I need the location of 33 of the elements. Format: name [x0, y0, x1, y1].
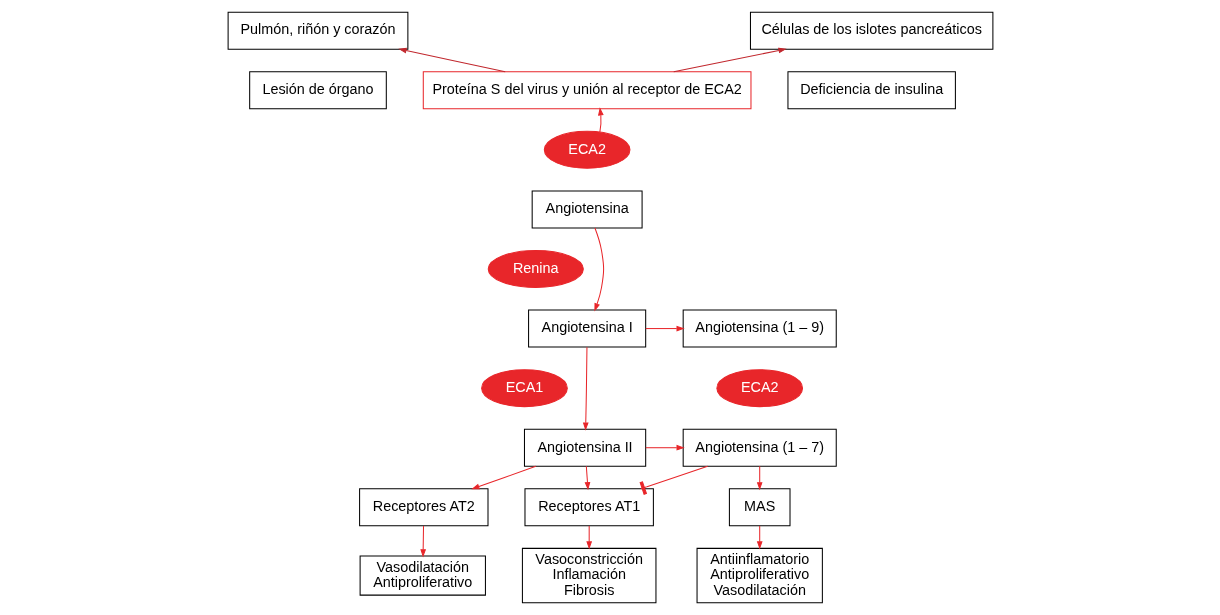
node-box: Receptores AT2 — [358, 488, 488, 527]
node-box: Antiinflamatorio Antiproliferativo Vasodilatación — [696, 547, 823, 604]
node-box: Células de los islotes pancreáticos — [749, 11, 993, 50]
node-ellipse: ECA2 — [543, 130, 630, 169]
arrow — [593, 227, 604, 312]
arrow — [585, 525, 592, 550]
connector — [639, 465, 708, 495]
node-box: Angiotensina (1 – 7) — [682, 428, 837, 467]
node-ellipse: ECA1 — [480, 369, 568, 408]
node-box: Vasoconstricción Inflamación Fibrosis — [521, 547, 656, 604]
node-ellipse: Renina — [487, 249, 584, 288]
node-box: Lesión de órgano — [248, 71, 387, 110]
node-box: MAS — [728, 488, 791, 527]
arrow — [672, 47, 787, 73]
arrow — [756, 525, 763, 550]
arrow — [470, 465, 536, 490]
node-box: Angiotensina (1 – 9) — [682, 309, 837, 348]
node-box: Angiotensina I — [527, 309, 646, 348]
node-box: Angiotensina II — [523, 428, 646, 467]
arrow — [644, 325, 685, 332]
node-box: Pulmón, riñón y corazón — [227, 11, 408, 50]
arrow — [644, 444, 685, 451]
arrow — [597, 107, 604, 133]
arrow — [584, 465, 590, 491]
node-box: Proteína S del virus y unión al receptor de ECA2 — [422, 71, 751, 110]
node-ellipse: ECA2 — [715, 369, 803, 408]
node-box: Vasodilatación Antiproliferativo — [359, 555, 486, 596]
node-box: Angiotensina — [531, 190, 643, 229]
arrow — [397, 47, 506, 73]
node-box: Deficiencia de insulina — [786, 71, 956, 110]
arrow — [419, 525, 426, 558]
arrow — [756, 465, 763, 491]
arrow — [582, 346, 589, 431]
